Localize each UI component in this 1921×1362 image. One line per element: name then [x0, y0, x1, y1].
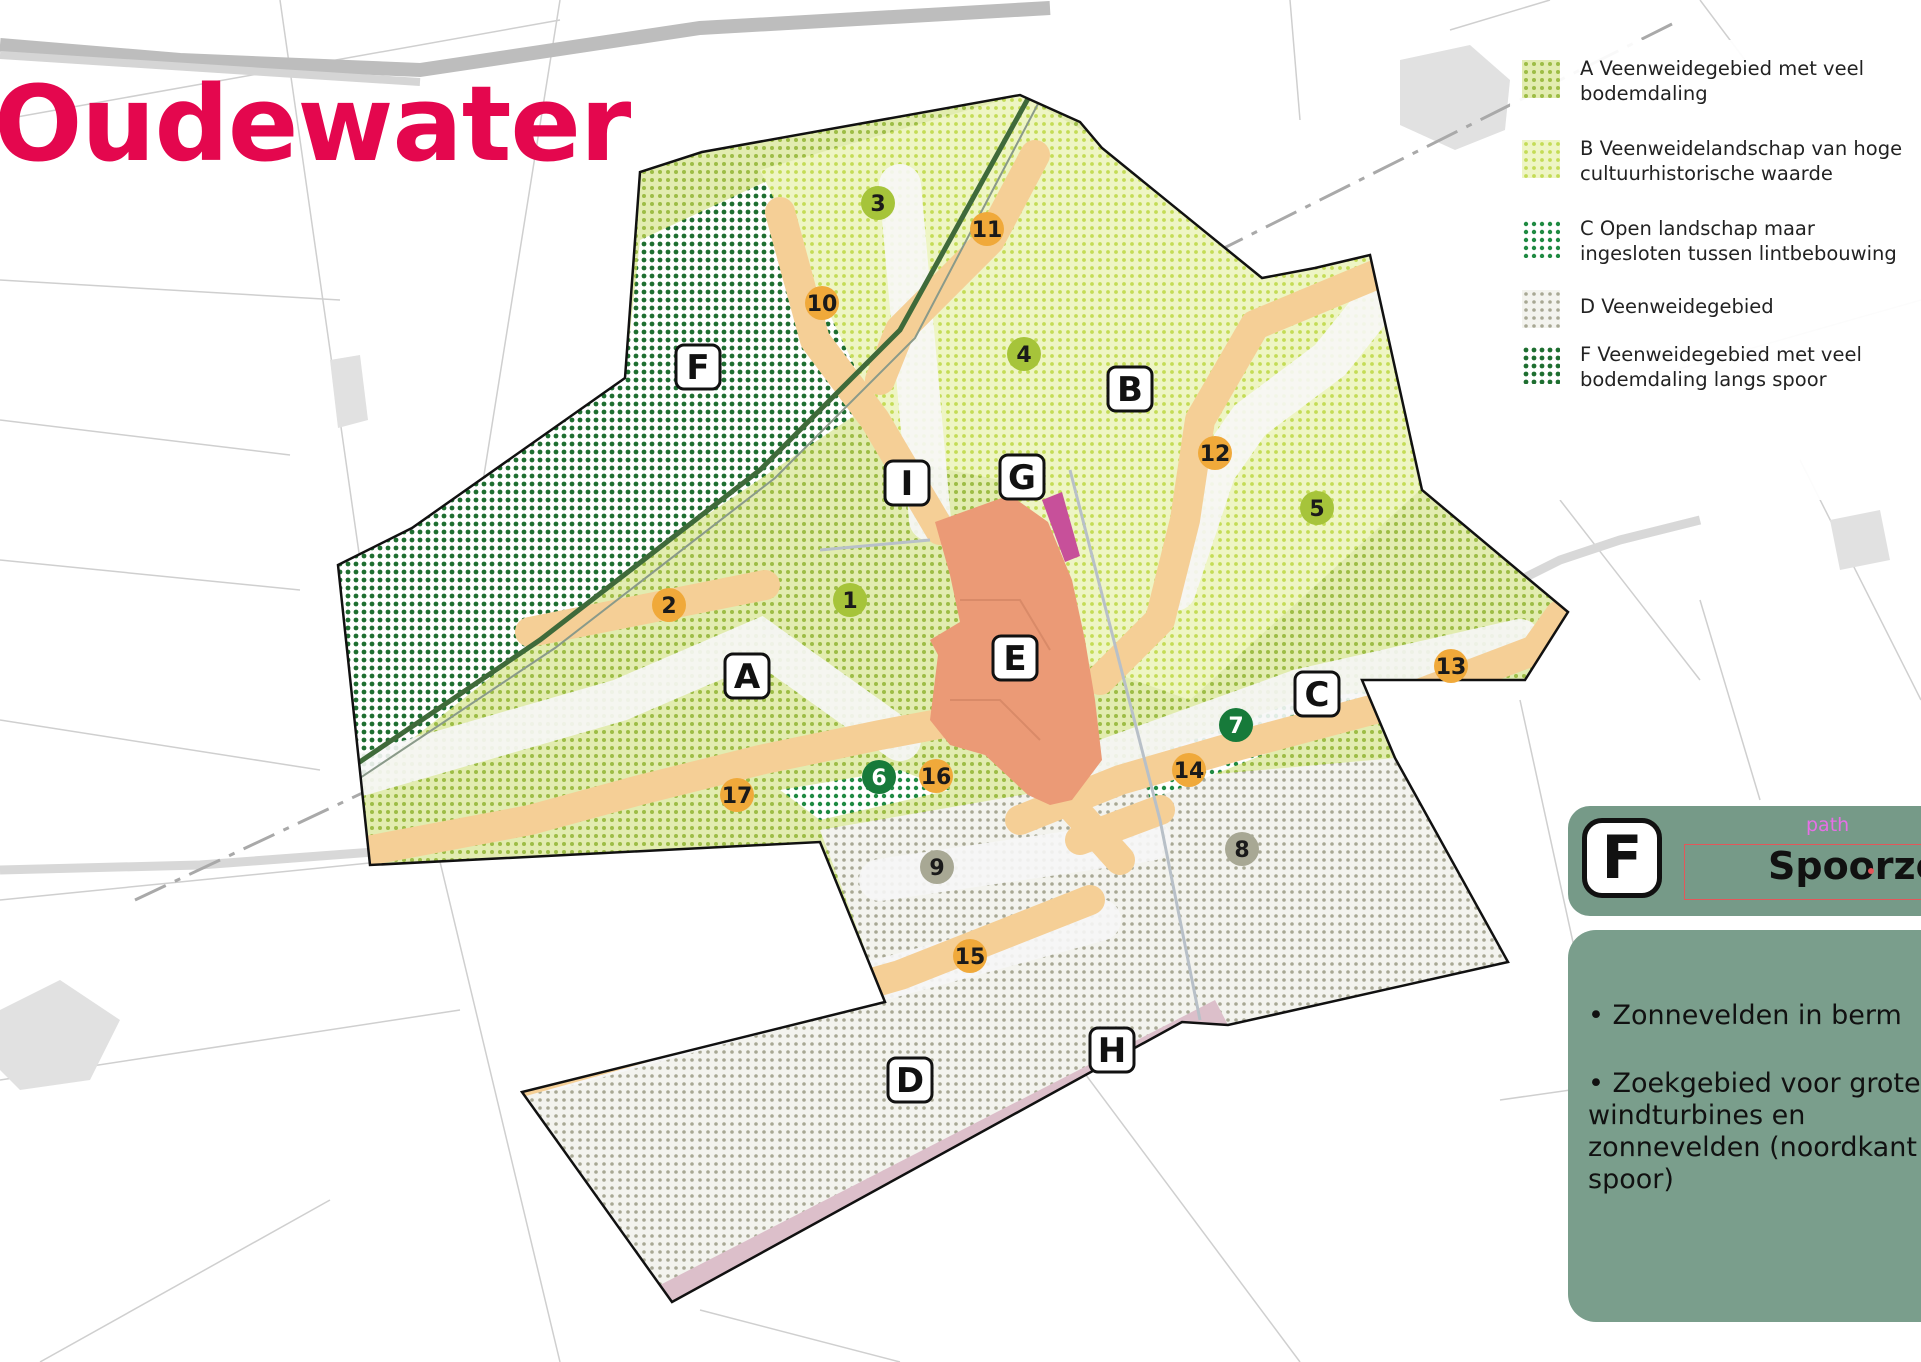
area-label-text: I — [901, 464, 914, 504]
legend-label-b: B Veenweidelandschap van hoge cultuurhis… — [1580, 137, 1903, 185]
marker-number: 13 — [1436, 655, 1467, 680]
map-legend: A Veenweidegebied met veel bodemdaling B… — [1510, 40, 1921, 500]
marker-7: 7 — [1219, 708, 1253, 742]
marker-3: 3 — [861, 186, 895, 220]
area-label-text: H — [1098, 1031, 1126, 1071]
area-label-e: E — [991, 634, 1039, 682]
legend-label-f: F Veenweidegebied met veel bodemdaling l… — [1580, 343, 1862, 391]
path-anchor-dot[interactable] — [1868, 868, 1874, 874]
zone-card-body: • Zonnevelden in berm • Zoekgebied voor … — [1568, 930, 1921, 1322]
marker-number: 8 — [1234, 838, 1249, 863]
area-label-text: A — [734, 657, 761, 697]
path-tag: path — [1806, 814, 1850, 836]
marker-number: 10 — [807, 292, 838, 317]
area-label-text: B — [1117, 370, 1143, 410]
marker-1: 1 — [833, 583, 867, 617]
marker-11: 11 — [970, 212, 1004, 246]
area-label-c: C — [1293, 670, 1341, 718]
marker-16: 16 — [919, 759, 953, 793]
marker-number: 15 — [955, 945, 986, 970]
area-label-f: F — [674, 343, 722, 391]
legend-label-c: C Open landschap maar ingesloten tussen … — [1580, 217, 1897, 265]
map-title: Oudewater — [0, 63, 631, 185]
zone-card-letter: F — [1582, 818, 1662, 898]
legend-item-a: A Veenweidegebied met veel bodemdaling — [1522, 56, 1920, 106]
area-label-text: E — [1003, 639, 1026, 679]
legend-swatch-c — [1522, 220, 1560, 258]
marker-number: 3 — [870, 192, 885, 217]
marker-6: 6 — [862, 760, 896, 794]
marker-number: 17 — [722, 784, 753, 809]
marker-number: 11 — [972, 218, 1003, 243]
legend-swatch-b — [1522, 140, 1560, 178]
area-label-d: D — [886, 1056, 934, 1104]
marker-number: 7 — [1228, 714, 1243, 739]
marker-10: 10 — [805, 286, 839, 320]
area-label-text: C — [1305, 675, 1330, 715]
legend-swatch-d — [1522, 290, 1560, 328]
title-selection-box[interactable] — [1684, 844, 1921, 900]
legend-swatch-f — [1522, 346, 1560, 384]
area-label-h: H — [1088, 1026, 1136, 1074]
zone-card-title: Spoorzone — [1768, 844, 1921, 888]
marker-12: 12 — [1198, 436, 1232, 470]
area-label-text: G — [1008, 458, 1036, 498]
legend-item-b: B Veenweidelandschap van hoge cultuurhis… — [1522, 136, 1920, 186]
area-label-i: I — [883, 459, 931, 507]
marker-number: 1 — [842, 589, 857, 614]
marker-14: 14 — [1172, 753, 1206, 787]
card-bullet-1: • Zonnevelden in berm — [1588, 1000, 1902, 1031]
legend-label-d: D Veenweidegebied — [1580, 295, 1774, 318]
marker-number: 6 — [871, 766, 886, 791]
area-label-text: D — [896, 1061, 924, 1101]
legend-swatch-a — [1522, 60, 1560, 98]
marker-8: 8 — [1225, 832, 1259, 866]
marker-number: 9 — [929, 856, 944, 881]
legend-item-c: C Open landschap maar ingesloten tussen … — [1522, 216, 1920, 266]
marker-2: 2 — [652, 588, 686, 622]
area-label-b: B — [1106, 365, 1154, 413]
marker-9: 9 — [920, 850, 954, 884]
marker-number: 2 — [661, 594, 676, 619]
marker-number: 4 — [1016, 343, 1031, 368]
marker-17: 17 — [720, 778, 754, 812]
marker-13: 13 — [1434, 649, 1468, 683]
legend-item-d: D Veenweidegebied — [1522, 286, 1920, 328]
marker-4: 4 — [1007, 337, 1041, 371]
zone-card-header: F Spoorzone — [1568, 806, 1921, 916]
marker-5: 5 — [1300, 491, 1334, 525]
marker-number: 12 — [1200, 442, 1231, 467]
area-label-text: F — [686, 348, 709, 388]
area-label-a: A — [723, 652, 771, 700]
marker-number: 16 — [921, 765, 952, 790]
legend-label-a: A Veenweidegebied met veel bodemdaling — [1580, 57, 1864, 105]
card-bullet-2: • Zoekgebied voor grote windturbines en … — [1588, 1068, 1921, 1195]
legend-item-f: F Veenweidegebied met veel bodemdaling l… — [1522, 342, 1920, 392]
marker-number: 14 — [1174, 759, 1205, 784]
marker-15: 15 — [953, 939, 987, 973]
area-label-g: G — [998, 453, 1046, 501]
marker-number: 5 — [1309, 497, 1324, 522]
